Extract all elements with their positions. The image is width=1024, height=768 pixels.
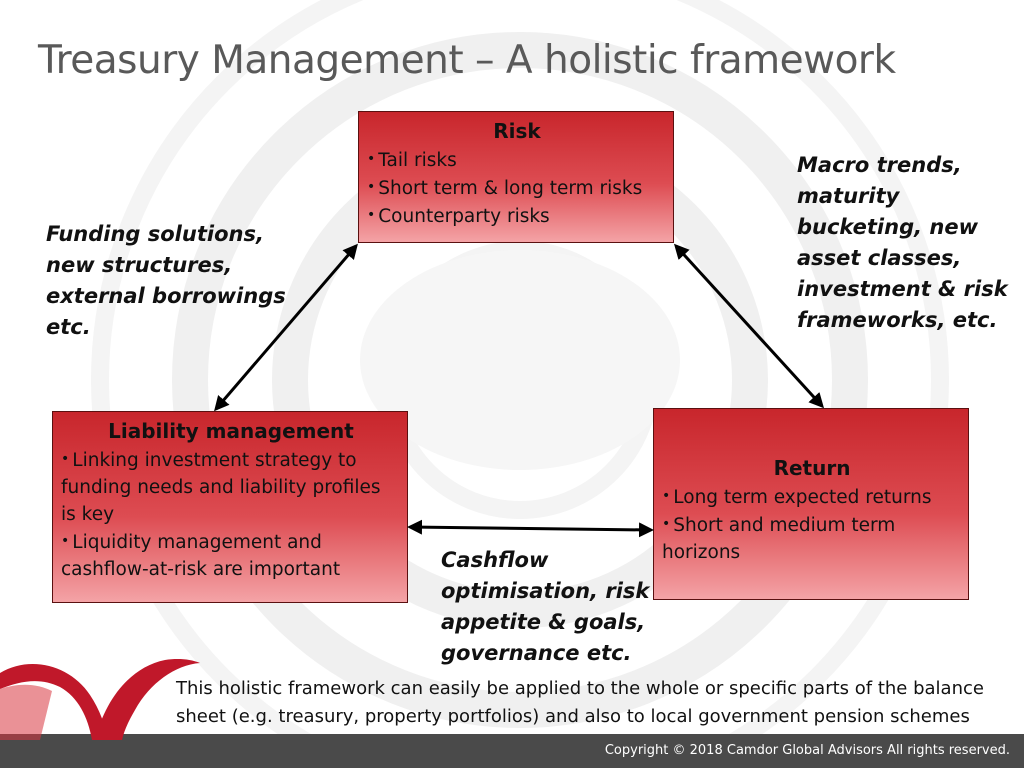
summary-text: This holistic framework can easily be ap… <box>176 678 984 727</box>
return-box: Return •Long term expected returns •Shor… <box>653 408 969 600</box>
liability-bullet-text: Linking investment strategy to funding n… <box>61 450 381 525</box>
funding-note: Funding solutions, new structures, exter… <box>46 222 286 339</box>
risk-bullet-text: Tail risks <box>378 150 457 171</box>
return-bullet-text: Long term expected returns <box>673 487 932 508</box>
risk-box: Risk •Tail risks •Short term & long term… <box>358 111 674 243</box>
liability-bullet-list: •Linking investment strategy to funding … <box>61 446 401 583</box>
liability-bullet: •Linking investment strategy to funding … <box>61 446 401 528</box>
copyright-text: Copyright © 2018 Camdor Global Advisors … <box>604 743 1010 758</box>
footer-bar: Copyright © 2018 Camdor Global Advisors … <box>0 734 1024 768</box>
bullet-icon: • <box>367 207 376 223</box>
risk-bullet: •Short term & long term risks <box>367 174 667 202</box>
bullet-icon: • <box>367 151 376 167</box>
bullet-icon: • <box>662 516 671 532</box>
return-bullet-list: •Long term expected returns •Short and m… <box>662 483 962 566</box>
risk-bullet-text: Short term & long term risks <box>378 178 643 199</box>
liability-bullet: •Liquidity management and cashflow-at-ri… <box>61 528 401 583</box>
risk-bullet: •Counterparty risks <box>367 202 667 230</box>
macro-note: Macro trends, maturity bucketing, new as… <box>797 153 1008 332</box>
return-bullet-text: Short and medium term horizons <box>662 515 896 563</box>
risk-bullet-text: Counterparty risks <box>378 206 550 227</box>
bullet-icon: • <box>61 533 70 549</box>
return-bullet: •Short and medium term horizons <box>662 511 962 566</box>
bullet-icon: • <box>367 179 376 195</box>
bullet-icon: • <box>61 451 70 467</box>
liability-management-box: Liability management •Linking investment… <box>52 411 408 603</box>
cashflow-note: Cashflow optimisation, risk appetite & g… <box>441 548 650 665</box>
risk-bullet-list: •Tail risks •Short term & long term risk… <box>367 146 667 230</box>
return-bullet: •Long term expected returns <box>662 483 962 511</box>
risk-bullet: •Tail risks <box>367 146 667 174</box>
camdor-logo-icon <box>0 659 200 740</box>
bullet-icon: • <box>662 488 671 504</box>
risk-box-title: Risk <box>493 119 541 143</box>
liability-box-title: Liability management <box>108 419 354 443</box>
liability-bullet-text: Liquidity management and cashflow-at-ris… <box>61 532 341 580</box>
return-box-title: Return <box>773 456 851 480</box>
slide-title: Treasury Management – A holistic framewo… <box>38 38 896 83</box>
